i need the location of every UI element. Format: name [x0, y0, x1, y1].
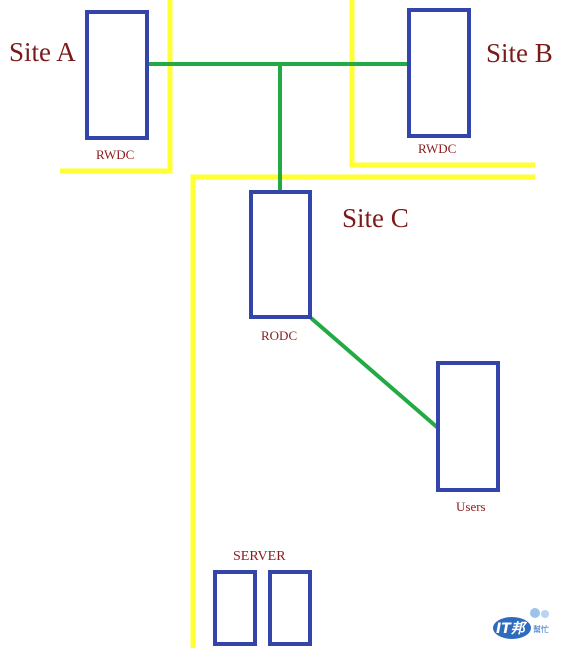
users-label: Users [456, 499, 486, 514]
site-b-rwdc-box [407, 8, 471, 138]
site-boundaries [60, 0, 535, 648]
logo-person-icon-2 [541, 610, 549, 618]
site-c-rodc-label: RODC [261, 328, 297, 343]
site-b-label: Site B [486, 38, 553, 68]
site-a-boundary [60, 0, 173, 174]
logo-badge [493, 617, 531, 639]
server-box-2 [268, 570, 312, 646]
link-rodc-to-users [309, 316, 440, 430]
server-box-1 [213, 570, 257, 646]
site-b-rwdc-label: RWDC [418, 141, 456, 156]
ithome-logo: IT邦 幫忙 [493, 608, 549, 639]
site-c-boundary [190, 174, 535, 648]
logo-subtext: 幫忙 [533, 624, 549, 634]
nodes [85, 8, 500, 646]
server-group-label: SERVER [233, 549, 286, 564]
logo-person-icon [530, 608, 540, 618]
users-box [436, 361, 500, 492]
links [148, 62, 440, 430]
site-a-rwdc-box [85, 10, 149, 140]
logo-text: IT邦 [496, 620, 528, 637]
site-c-label: Site C [342, 203, 409, 233]
site-a-rwdc-label: RWDC [96, 147, 134, 162]
site-c-rodc-box [249, 190, 312, 319]
site-b-boundary [349, 0, 535, 168]
site-a-label: Site A [9, 37, 76, 67]
